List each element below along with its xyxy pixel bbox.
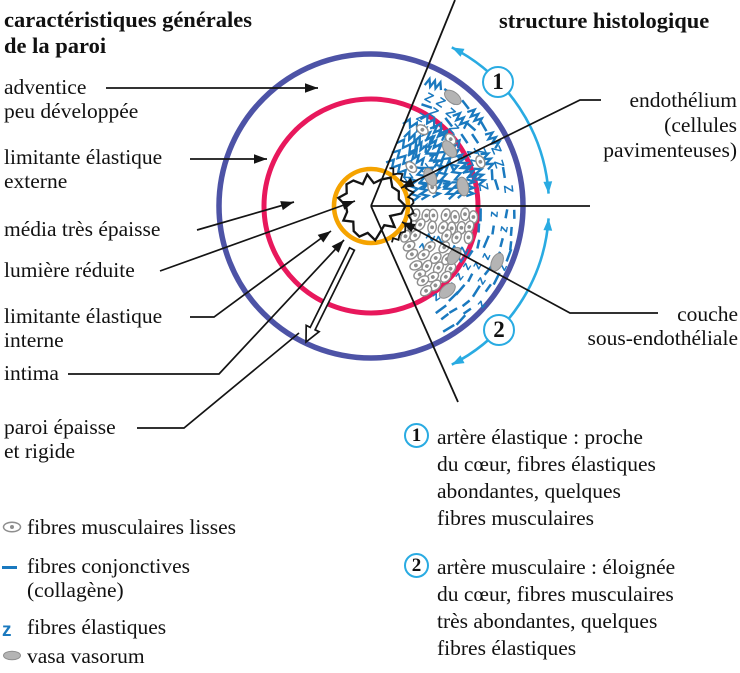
smooth-muscle-fiber xyxy=(451,230,463,245)
vasa-vasorum xyxy=(456,176,470,197)
smooth-muscle-fiber xyxy=(439,270,452,283)
label-lumiere: lumière réduite xyxy=(4,258,135,282)
smooth-muscle-fiber xyxy=(416,275,430,287)
smooth-muscle-fiber xyxy=(463,230,474,245)
sector-line-lower xyxy=(370,205,459,403)
leader-media xyxy=(196,201,295,231)
smooth-muscle-fiber xyxy=(405,161,418,174)
legend-elastic-fibers: z fibres élastiques xyxy=(2,615,167,641)
smooth-muscle-fiber xyxy=(441,229,452,243)
note1-badge: 1 xyxy=(404,423,429,448)
label-media: média très épaisse xyxy=(4,217,161,241)
smooth-muscle-fiber xyxy=(427,220,438,235)
sector-line-upper xyxy=(370,0,456,207)
endothelium-wavy-line xyxy=(389,167,416,243)
legend-vasa-vasorum: vasa vasorum xyxy=(2,644,145,669)
svg-text:Z: Z xyxy=(491,158,508,170)
sector-1-badge: 1 xyxy=(482,66,514,98)
smooth-muscle-fiber xyxy=(460,207,470,222)
smooth-muscle-fiber xyxy=(429,279,442,292)
elastic-fiber-icon: z xyxy=(2,620,12,641)
vasa-vasorum xyxy=(438,282,456,299)
title-left: caractéristiques générales de la paroi xyxy=(4,7,253,58)
sector-arc-arrows xyxy=(451,46,553,366)
smooth-muscle-fiber xyxy=(409,260,423,271)
smooth-muscle-fiber xyxy=(416,124,429,136)
label-intima: intima xyxy=(4,361,59,385)
vasa-vasorum-icon xyxy=(2,649,27,662)
smooth-muscle-fiber xyxy=(409,229,422,242)
svg-text:z: z xyxy=(477,250,494,262)
svg-text:Z: Z xyxy=(476,182,492,192)
svg-text:z: z xyxy=(495,224,511,233)
histology-texture: ZZZZZZZZZZZZZZZZzzzzzzzzzzzzzzzz xyxy=(385,75,517,333)
svg-text:z: z xyxy=(473,273,489,287)
sector-2-badge: 2 xyxy=(483,314,515,346)
sector-lines xyxy=(370,0,590,403)
smooth-muscle-fiber xyxy=(414,218,426,231)
label-sous-endotheliale: couche sous-endothéliale xyxy=(587,302,738,350)
vasa-vasorum xyxy=(441,140,458,158)
smooth-muscle-fiber xyxy=(426,271,440,283)
smooth-muscle-fiber xyxy=(405,248,419,260)
smooth-muscle-fiber xyxy=(438,241,451,254)
smooth-muscle-fiber-icon xyxy=(2,520,27,534)
wall-thickness-arrow xyxy=(305,246,356,344)
leader-lumiere xyxy=(159,200,356,272)
smooth-muscle-fiber xyxy=(440,208,451,222)
smooth-muscle-fiber xyxy=(428,208,439,223)
note2-badge: 2 xyxy=(404,553,429,578)
svg-text:z: z xyxy=(486,210,501,218)
smooth-muscle-fiber xyxy=(400,229,411,243)
title-right: structure histologique xyxy=(499,8,710,33)
vasa-vasorum xyxy=(444,89,462,106)
svg-text:Z: Z xyxy=(501,184,517,194)
legend-connective-fibers: fibres conjonctives(collagène) xyxy=(2,554,190,602)
leader-intima xyxy=(68,239,345,375)
leader-limitante-interne xyxy=(190,230,332,318)
smooth-muscle-fiber xyxy=(419,285,433,297)
sector-1-arc xyxy=(451,46,550,194)
smooth-muscle-fiber xyxy=(450,209,461,224)
connective-fiber-icon xyxy=(2,559,27,570)
legend-muscle-fibers: fibres musculaires lisses xyxy=(2,515,236,540)
smooth-muscle-fiber xyxy=(417,249,430,261)
leader-lines xyxy=(68,83,658,429)
leader-sous-endotheliale xyxy=(401,221,658,314)
leader-paroi xyxy=(137,332,300,429)
label-endothelium: endothélium (cellules pavimenteuses) xyxy=(603,88,737,162)
sector-2-arc xyxy=(451,218,550,366)
smooth-muscle-fiber xyxy=(475,155,486,169)
leader-endothelium xyxy=(400,99,601,189)
